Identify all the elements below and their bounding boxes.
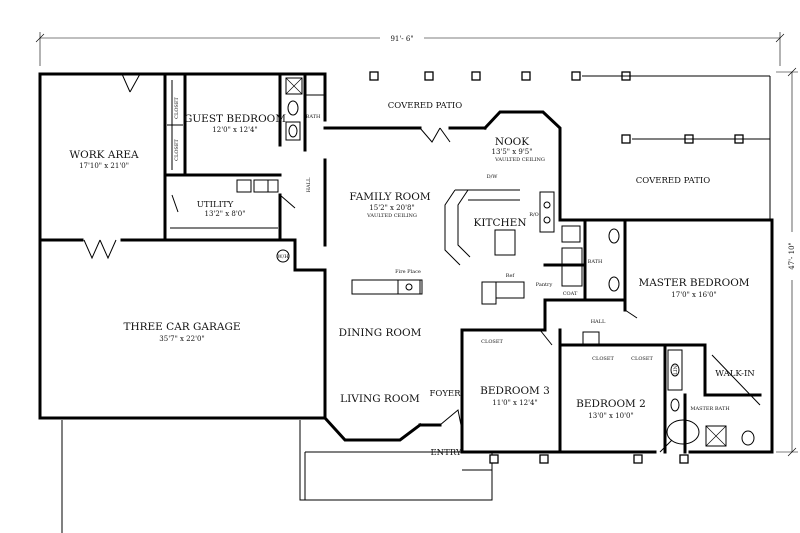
nook-size: 13'5" x 9'5" — [492, 148, 533, 156]
nook-note: VAULTED CEILING — [494, 157, 545, 163]
bedroom3-size: 11'0" x 12'4" — [492, 399, 537, 407]
overall-depth-label: 47'- 10" — [788, 242, 796, 270]
dining-room-label: DINING ROOM — [339, 327, 422, 339]
range-label: R/O — [529, 212, 539, 218]
utility-name: UTILITY — [197, 200, 234, 210]
dishwasher-label: D/W — [487, 174, 499, 180]
garage-size: 35'7" x 22'0" — [159, 335, 204, 343]
bedroom2-size: 13'0" x 10'0" — [588, 412, 633, 420]
garage-name: THREE CAR GARAGE — [123, 321, 240, 333]
bedroom3-name: BEDROOM 3 — [480, 385, 550, 397]
doors — [83, 73, 673, 453]
work-area-name: WORK AREA — [69, 149, 139, 161]
hall-left-label: HALL — [306, 177, 312, 192]
hall-right-label: HALL — [591, 319, 606, 325]
entry-label: ENTRY — [430, 448, 461, 458]
linen-label: LIN — [673, 365, 679, 375]
exterior-walls — [38, 72, 774, 454]
master-bedroom-name: MASTER BEDROOM — [638, 277, 749, 289]
coat-label: COAT — [563, 291, 578, 297]
pantry-label: Pantry — [536, 282, 553, 288]
family-room-note: VAULTED CEILING — [366, 213, 417, 219]
bedroom2-closet-label-2: CLOSET — [631, 356, 653, 362]
fireplace-label: Fire Place — [395, 269, 421, 275]
covered-patio-right-label: COVERED PATIO — [636, 176, 710, 186]
guest-closet-label-2: CLOSET — [174, 139, 180, 161]
master-bath-label: MASTER BATH — [690, 406, 730, 412]
guest-bath-label: BATH — [306, 114, 321, 120]
interior-walls — [38, 72, 762, 454]
walk-in-label: WALK-IN — [715, 369, 755, 379]
guest-closet-label-1: CLOSET — [174, 97, 180, 119]
water-heater-label: W/H — [277, 254, 289, 260]
family-room-name: FAMILY ROOM — [349, 191, 431, 203]
utility-size: 13'2" x 8'0" — [205, 210, 246, 218]
guest-bedroom-name: GUEST BEDROOM — [184, 113, 286, 125]
family-room-size: 15'2" x 20'8" — [369, 204, 414, 212]
work-area-size: 17'10" x 21'0" — [79, 162, 129, 170]
bedroom3-closet-label: CLOSET — [481, 339, 503, 345]
foyer-label: FOYER — [429, 389, 461, 399]
guest-bedroom-size: 12'0" x 12'4" — [212, 126, 257, 134]
patio-posts — [369, 71, 771, 464]
nook-name: NOOK — [495, 136, 529, 148]
overall-width-label: 91'- 6" — [390, 35, 413, 43]
bedroom2-closet-label-1: CLOSET — [592, 356, 614, 362]
hall-bath-label: BATH — [588, 259, 603, 265]
ref-label: Ref — [506, 273, 516, 279]
bedroom2-name: BEDROOM 2 — [576, 398, 646, 410]
detail-lines — [61, 77, 761, 533]
living-room-label: LIVING ROOM — [340, 393, 420, 405]
master-bedroom-size: 17'0" x 16'0" — [671, 291, 716, 299]
covered-patio-top-label: COVERED PATIO — [388, 101, 462, 111]
kitchen-name: KITCHEN — [473, 217, 526, 229]
